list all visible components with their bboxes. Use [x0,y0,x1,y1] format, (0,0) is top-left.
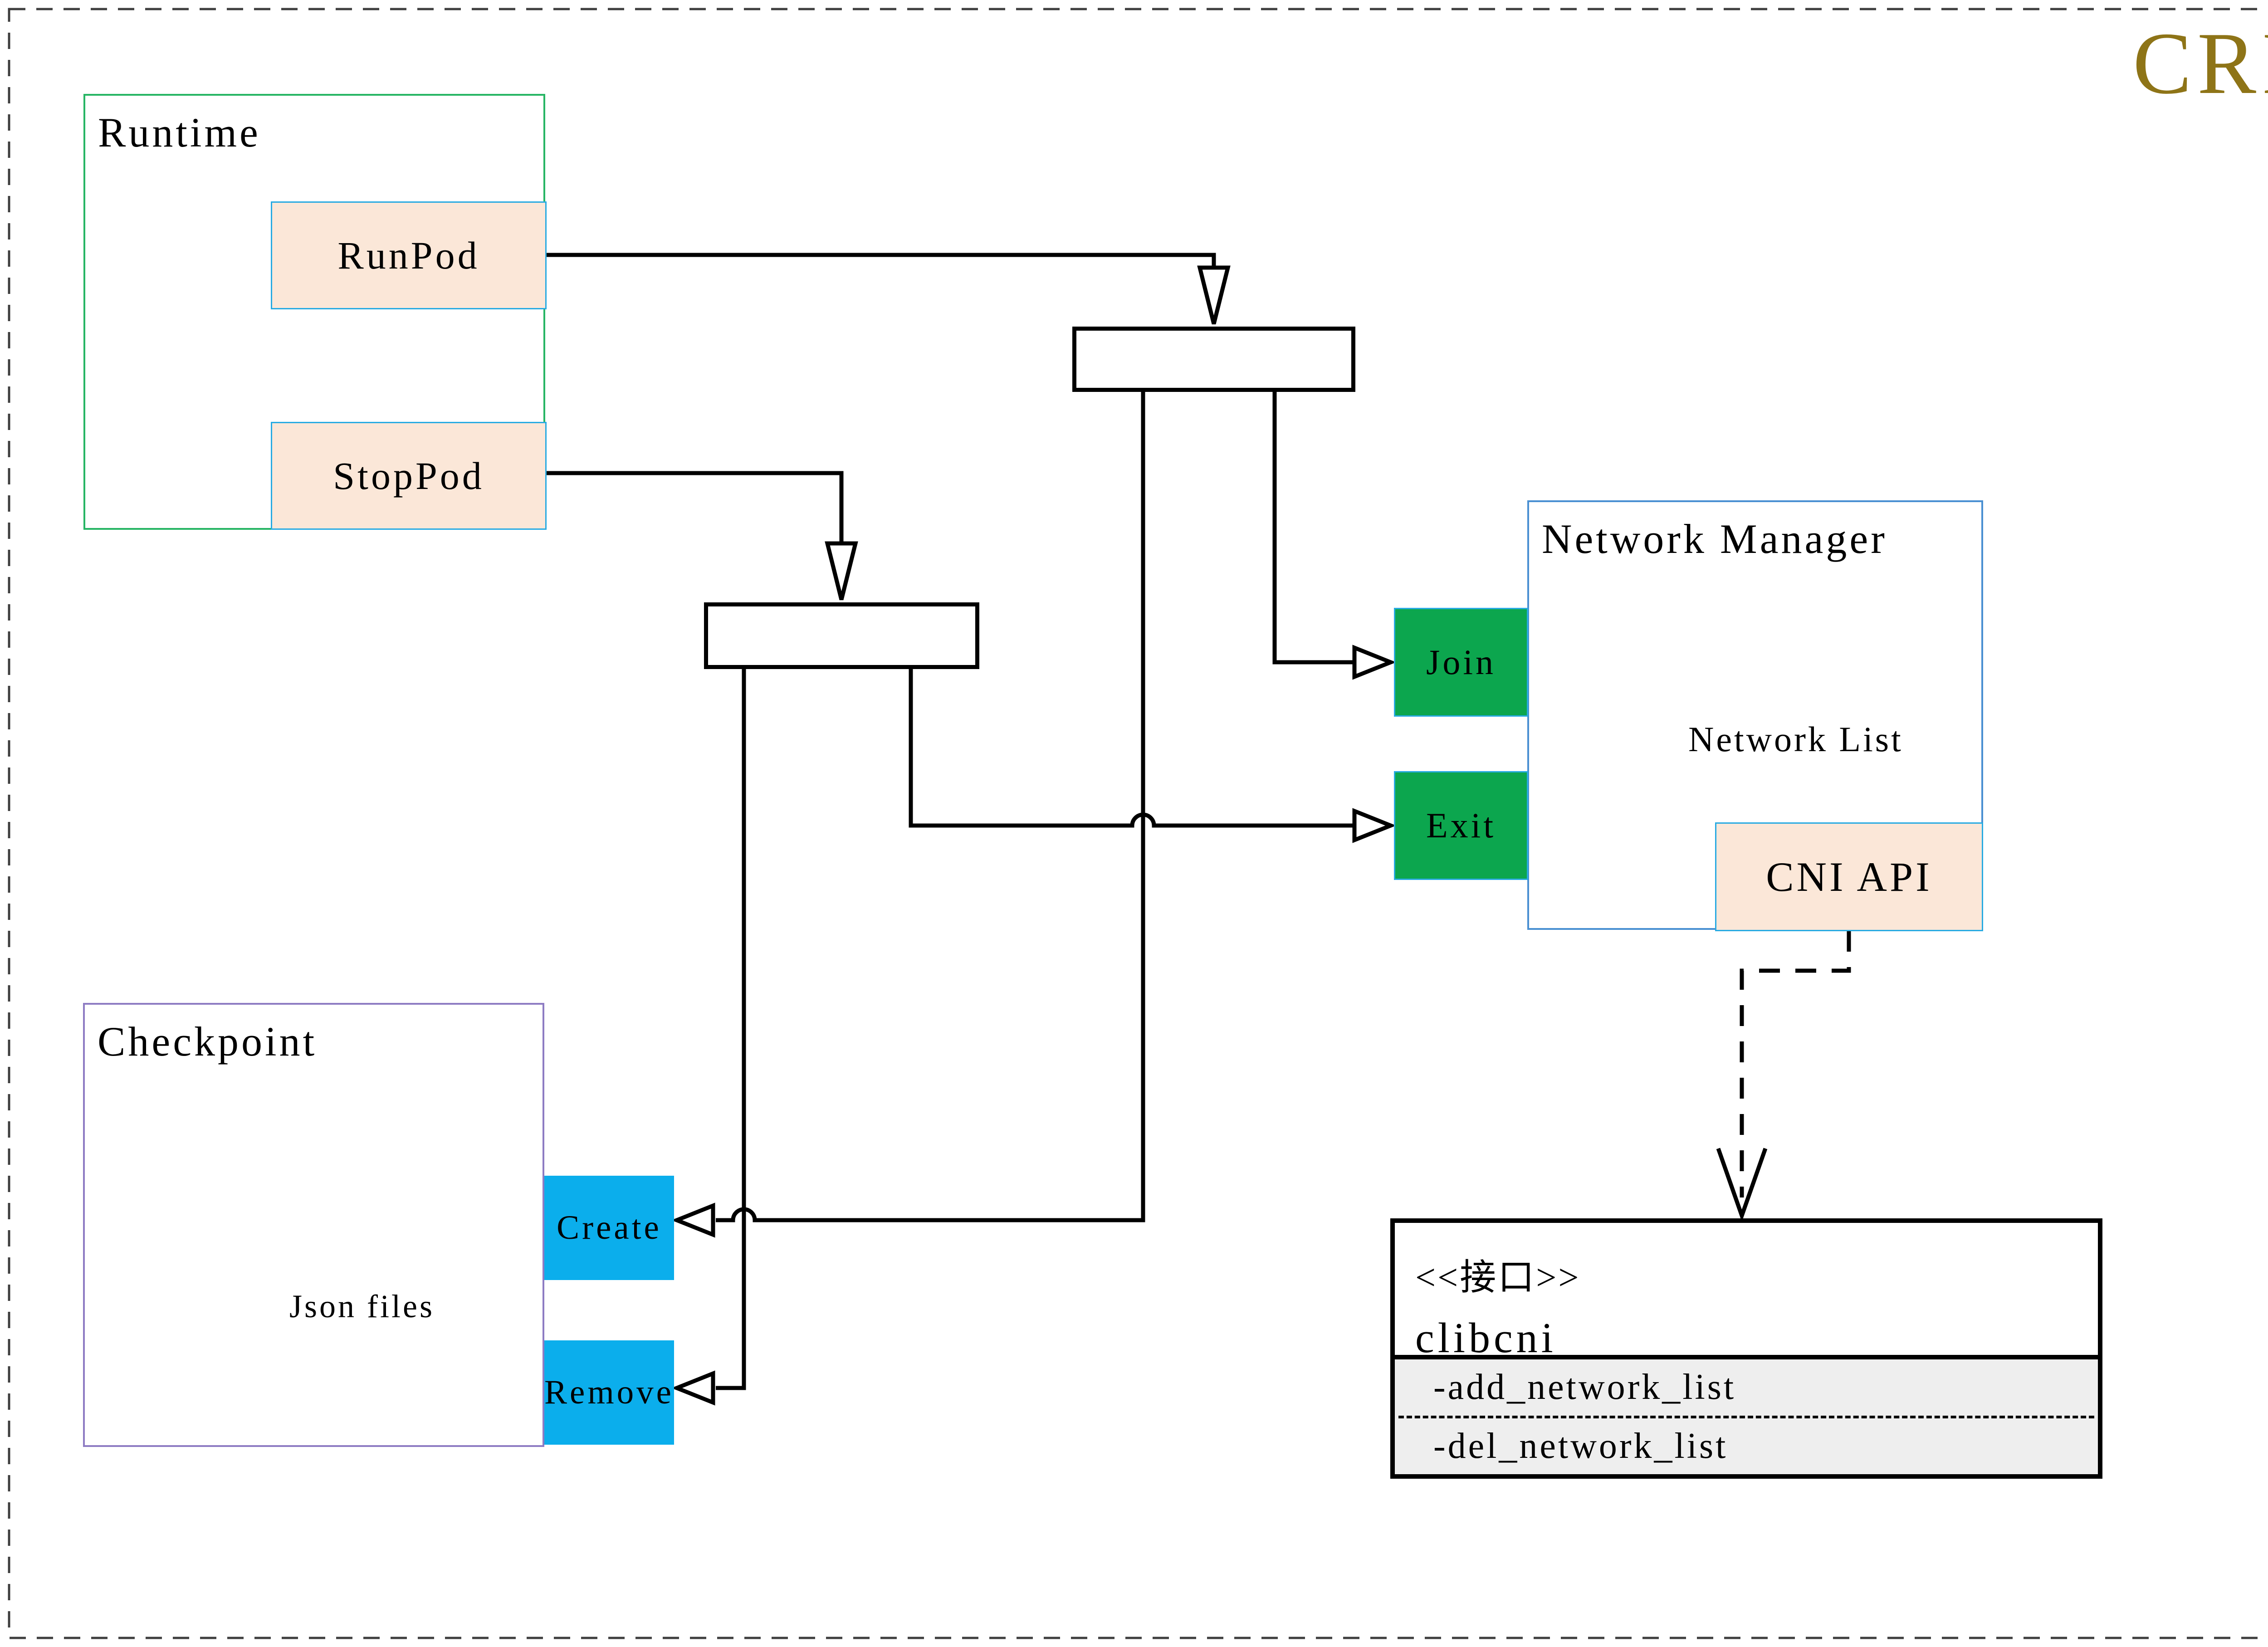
remove-connector [671,669,746,1406]
arrowhead-left-icon [671,1202,715,1238]
network-list-label: Network List [1688,719,1903,759]
runtime-title: Runtime [98,109,261,156]
page-dashed-border [8,8,2268,1639]
method-del-network-list: -del_network_list [1433,1426,1728,1466]
runpod-node: RunPod [271,201,547,309]
cni-api-node: CNI API [1715,822,1983,931]
arrowhead-right-icon [1352,808,1397,843]
arrowhead-left-icon [671,1370,715,1406]
join-node: Join [1394,608,1528,717]
create-label: Create [557,1209,662,1246]
checkpoint-title: Checkpoint [98,1018,318,1065]
network-manager-title: Network Manager [1542,516,1887,562]
runpod-connector [545,253,1231,325]
cni-api-label: CNI API [1766,854,1932,900]
arrowhead-down-icon [825,541,858,601]
create-node: Create [544,1176,674,1280]
join-connector [1272,392,1397,680]
junction-box-stoppod [704,602,979,669]
method-divider [1398,1415,2094,1418]
cni-dependency-connector [1716,931,1851,1222]
runpod-label: RunPod [337,234,480,277]
exit-label: Exit [1426,806,1496,845]
cri-badge: CRI [2132,15,2268,112]
stoppod-node: StopPod [271,422,547,530]
interface-stereotype: <<接口>> [1415,1258,1581,1298]
exit-node: Exit [1394,771,1528,880]
join-label: Join [1426,642,1496,682]
arrowhead-open-down-icon [1716,1148,1768,1222]
exit-connector [909,669,1397,843]
stoppod-connector [545,471,858,601]
remove-node: Remove [544,1340,674,1445]
remove-label: Remove [544,1373,674,1411]
stoppod-label: StopPod [333,454,484,498]
arrowhead-right-icon [1352,645,1397,680]
method-add-network-list: -add_network_list [1433,1367,1736,1408]
interface-name: clibcni [1415,1315,1557,1362]
checkpoint-box: Checkpoint [83,1003,544,1447]
clibcni-interface-box: <<接口>> clibcni -add_network_list -del_ne… [1390,1218,2102,1479]
junction-box-runpod [1072,327,1355,392]
json-files-label: Json files [289,1288,435,1324]
arrowhead-down-icon [1197,265,1231,325]
interface-methods-section: -add_network_list -del_network_list [1390,1355,2102,1479]
